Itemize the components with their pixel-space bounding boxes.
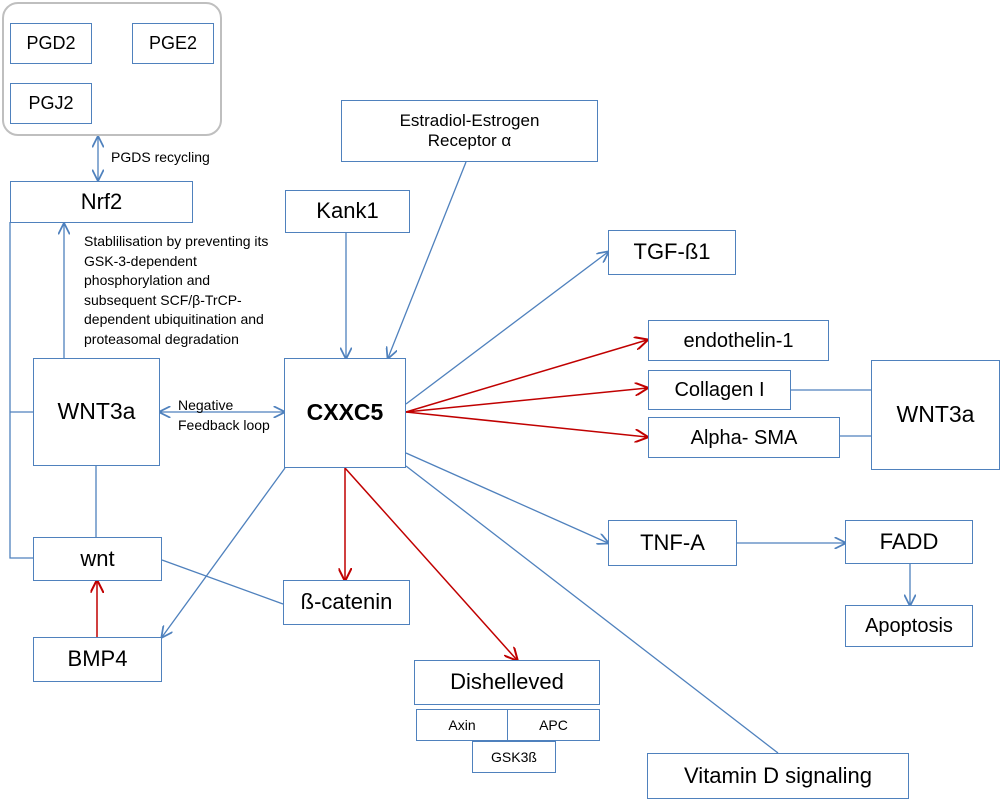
node-alpha-sma: Alpha- SMA <box>648 417 840 458</box>
edge-cxxc5-to-dishelleved <box>344 467 517 660</box>
estradiol-line-1: Estradiol-Estrogen <box>399 110 540 130</box>
stabilisation-line-6: proteasomal degradation <box>84 330 239 347</box>
node-bmp4: BMP4 <box>33 637 162 682</box>
node-pge2: PGE2 <box>132 23 214 64</box>
node-apc: APC <box>507 709 600 741</box>
node-tnf-a: TNF-A <box>608 520 737 566</box>
estradiol-line-2: Receptor α <box>427 131 512 150</box>
edge-cxxc5-to-vitamin-d <box>405 465 779 754</box>
node-b-catenin: ß-catenin <box>283 580 410 625</box>
edge-cxxc5-to-alphasma <box>405 411 647 437</box>
node-dishelleved: Dishelleved <box>414 660 600 705</box>
edge-cxxc5-to-tgfb1 <box>405 252 608 405</box>
feedback-line-2: Feedback loop <box>178 416 270 433</box>
edge-estradiol-to-cxxc5 <box>388 161 467 358</box>
node-pgj2: PGJ2 <box>10 83 92 124</box>
node-nrf2: Nrf2 <box>10 181 193 223</box>
label-pgds-recycling: PGDS recycling <box>111 149 210 165</box>
edge-wnt-to-bcatenin <box>161 559 284 605</box>
node-estradiol-estrogen-receptor: Estradiol-Estrogen Receptor α <box>341 100 598 162</box>
edge-cxxc5-to-bmp4 <box>162 467 286 637</box>
node-pgd2: PGD2 <box>10 23 92 64</box>
node-vitamin-d-signaling: Vitamin D signaling <box>647 753 909 799</box>
node-kank1: Kank1 <box>285 190 410 233</box>
label-stabilisation: Stablilisation by preventing its GSK-3-d… <box>84 232 268 350</box>
node-apoptosis: Apoptosis <box>845 605 973 647</box>
node-tgf-b1: TGF-ß1 <box>608 230 736 275</box>
edge-nrf2-left-loop <box>9 222 33 559</box>
edge-cxxc5-to-endothelin <box>405 340 647 413</box>
edge-cxxc5-to-collagen <box>405 388 647 413</box>
node-wnt3a-left: WNT3a <box>33 358 160 466</box>
node-collagen-i: Collagen I <box>648 370 791 410</box>
stabilisation-line-4: subsequent SCF/β-TrCP- <box>84 291 242 308</box>
node-axin: Axin <box>416 709 508 741</box>
node-fadd: FADD <box>845 520 973 564</box>
node-wnt3a-right: WNT3a <box>871 360 1000 470</box>
label-negative-feedback: Negative Feedback loop <box>178 396 270 435</box>
feedback-line-1: Negative <box>178 397 234 413</box>
stabilisation-line-5: dependent ubiquitination and <box>84 311 264 328</box>
stabilisation-line-3: phosphorylation and <box>84 272 211 289</box>
stabilisation-line-2: GSK-3-dependent <box>84 252 197 269</box>
node-wnt: wnt <box>33 537 162 581</box>
edge-cxxc5-to-tnfa <box>405 452 608 543</box>
node-cxxc5: CXXC5 <box>284 358 406 468</box>
node-gsk3b: GSK3ß <box>472 741 556 773</box>
stabilisation-line-1: Stablilisation by preventing its <box>84 233 269 249</box>
node-endothelin-1: endothelin-1 <box>648 320 829 361</box>
